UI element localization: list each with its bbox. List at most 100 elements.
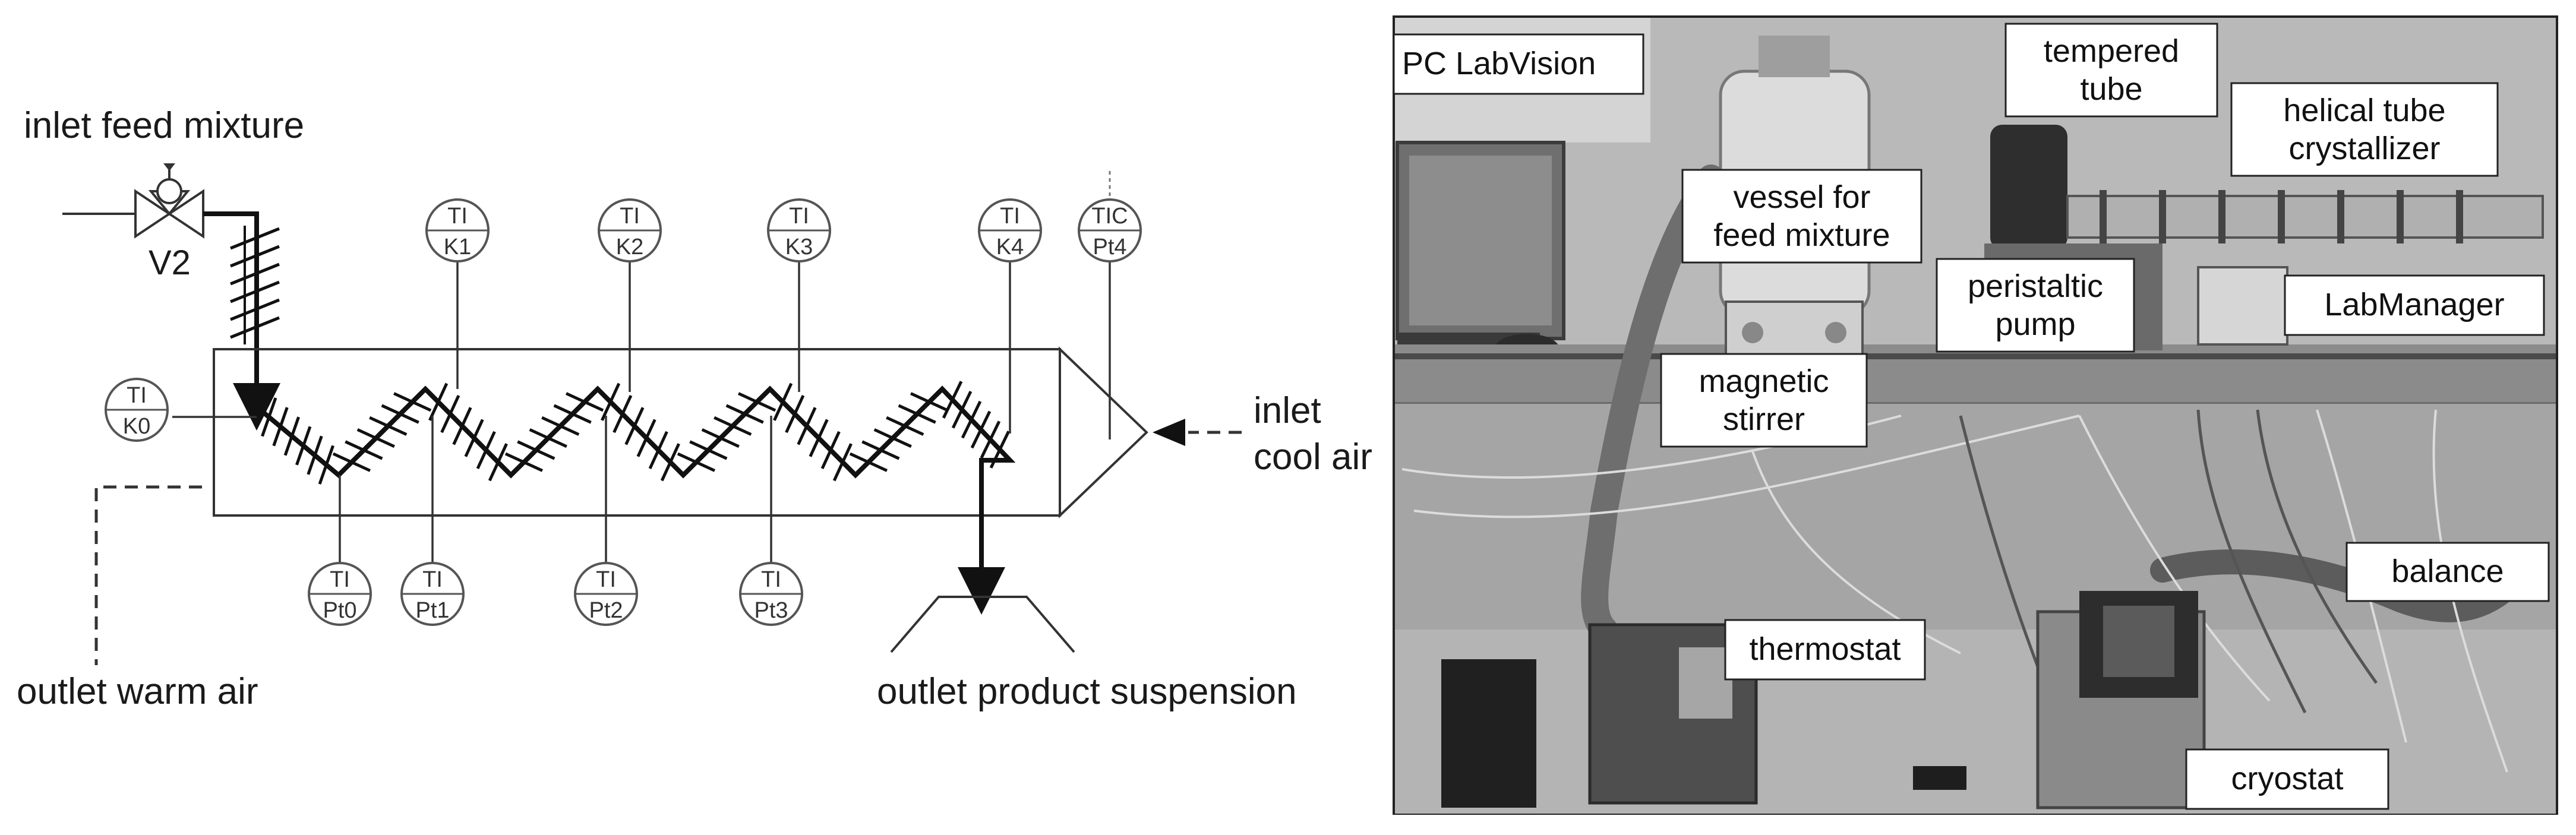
instrument-id: Pt1 — [415, 598, 449, 623]
vessel-label-text: feed mixture — [1713, 217, 1890, 253]
hatch-tick — [898, 404, 936, 424]
inlet-feed-label: inlet feed mixture — [24, 105, 304, 146]
instrument-tag: TI — [761, 567, 781, 592]
hatch-tick — [701, 428, 740, 448]
process-schematic: inlet feed mixture V2 — [17, 105, 1372, 712]
helical-crystallizer-label-text: helical tube — [2283, 93, 2445, 128]
hatch-tick — [689, 440, 728, 460]
instrument-id: K0 — [123, 414, 150, 439]
zigzag-hatch — [261, 381, 1011, 485]
instrument-tag: TI — [789, 204, 809, 229]
hatch-tick — [332, 452, 371, 472]
hatch-tick — [636, 419, 656, 457]
peristaltic-pump-label-text: pump — [1995, 306, 2075, 342]
pc-labvision-label-text: PC LabVision — [1402, 46, 1596, 81]
instrument-bubbles: TIK0TIK1TIK2TIK3TIK4TICPt4TIPt0TIPt1TIPt… — [105, 171, 1142, 626]
instrument-tag: TI — [1000, 204, 1020, 229]
instrument-tag: TI — [596, 567, 616, 592]
crystallizer-vessel — [213, 346, 1148, 518]
instrument-tag: TI — [620, 204, 640, 229]
thermostat-label-text: thermostat — [1749, 631, 1901, 667]
outlet-warm-label: outlet warm air — [17, 671, 258, 712]
hatch-tick — [601, 382, 621, 421]
hatch-tick — [283, 416, 300, 456]
tempered-tube-hatch — [230, 227, 280, 339]
instrument-id: Pt2 — [589, 598, 623, 623]
instrument-id: K3 — [785, 235, 813, 260]
hatch-tick — [861, 440, 900, 460]
insulated-hose — [1581, 165, 1725, 643]
pump-shape — [1990, 125, 2067, 249]
valve-v2-icon — [134, 163, 204, 239]
inlet-cool-label-1: inlet — [1254, 390, 1321, 431]
cryostat-label: cryostat — [2185, 748, 2389, 810]
hatch-tick — [737, 392, 776, 412]
balance-label-text: balance — [2391, 553, 2504, 589]
pc-labvision-label: PC LabVision — [1393, 33, 1644, 95]
hatch-tick — [428, 382, 449, 421]
instrument-tag: TI — [127, 383, 147, 408]
instrument-tag: TI — [422, 567, 443, 592]
hatch-tick — [989, 431, 1011, 469]
instrument-id: Pt3 — [754, 598, 788, 623]
instrument-bubble: TI K3 — [767, 198, 831, 262]
peristaltic-pump-label-text: peristaltic — [1968, 268, 2103, 304]
hatch-tick — [624, 407, 645, 445]
instrument-bubble: TIC Pt4 — [1078, 198, 1142, 262]
instrument-bubble: TI Pt1 — [400, 562, 465, 626]
hatch-tick — [942, 381, 963, 419]
instrument-id: Pt0 — [323, 598, 356, 623]
hatch-tick — [832, 443, 853, 482]
outlet-product-label: outlet product suspension — [877, 671, 1297, 712]
instrument-bubble: TI K1 — [425, 198, 490, 262]
outlet-funnel — [890, 596, 1075, 653]
hatch-tick — [910, 392, 949, 412]
helical-crystallizer-shape — [2066, 190, 2544, 243]
tempered-tube-label-text: tube — [2080, 71, 2142, 107]
vessel-label-text: vessel for — [1733, 179, 1870, 215]
instrument-tag: TIC — [1091, 204, 1128, 229]
hatch-tick — [677, 452, 716, 472]
instrument-id: K1 — [444, 235, 471, 260]
hatch-tick — [660, 443, 680, 482]
helical-tube-path — [255, 385, 1016, 588]
hatch-tick — [393, 392, 432, 412]
instrument-tag: TI — [447, 204, 468, 229]
hatch-tick — [613, 394, 633, 434]
valve-label: V2 — [149, 243, 191, 282]
instrument-id: Pt4 — [1093, 235, 1126, 260]
hatch-tick — [961, 400, 982, 439]
hatch-tick — [345, 440, 383, 460]
hatch-tick — [849, 452, 888, 472]
hatch-tick — [517, 440, 555, 460]
hatch-tick — [488, 443, 508, 482]
hatch-tick — [541, 416, 580, 436]
hatch-tick — [553, 404, 592, 424]
hatch-tick — [369, 416, 408, 436]
magnetic-stirrer-label-text: magnetic — [1699, 363, 1829, 399]
hatch-tick — [318, 445, 334, 485]
balance-label: balance — [2345, 542, 2550, 602]
hatch-tick — [295, 426, 312, 466]
instrument-bubble: TI Pt2 — [574, 562, 638, 626]
hatch-tick — [648, 431, 668, 470]
hatch-tick — [886, 416, 924, 436]
hatch-tick — [565, 392, 604, 412]
hatch-tick — [970, 410, 992, 449]
hatch-tick — [464, 419, 484, 457]
hatch-tick — [809, 419, 829, 457]
hatch-tick — [797, 407, 817, 445]
hatch-tick — [951, 390, 973, 429]
instrument-bubble: TI Pt3 — [739, 562, 803, 626]
hatch-tick — [356, 428, 395, 448]
hatch-tick — [529, 428, 567, 448]
instrument-bubble: TI K0 — [105, 378, 169, 442]
